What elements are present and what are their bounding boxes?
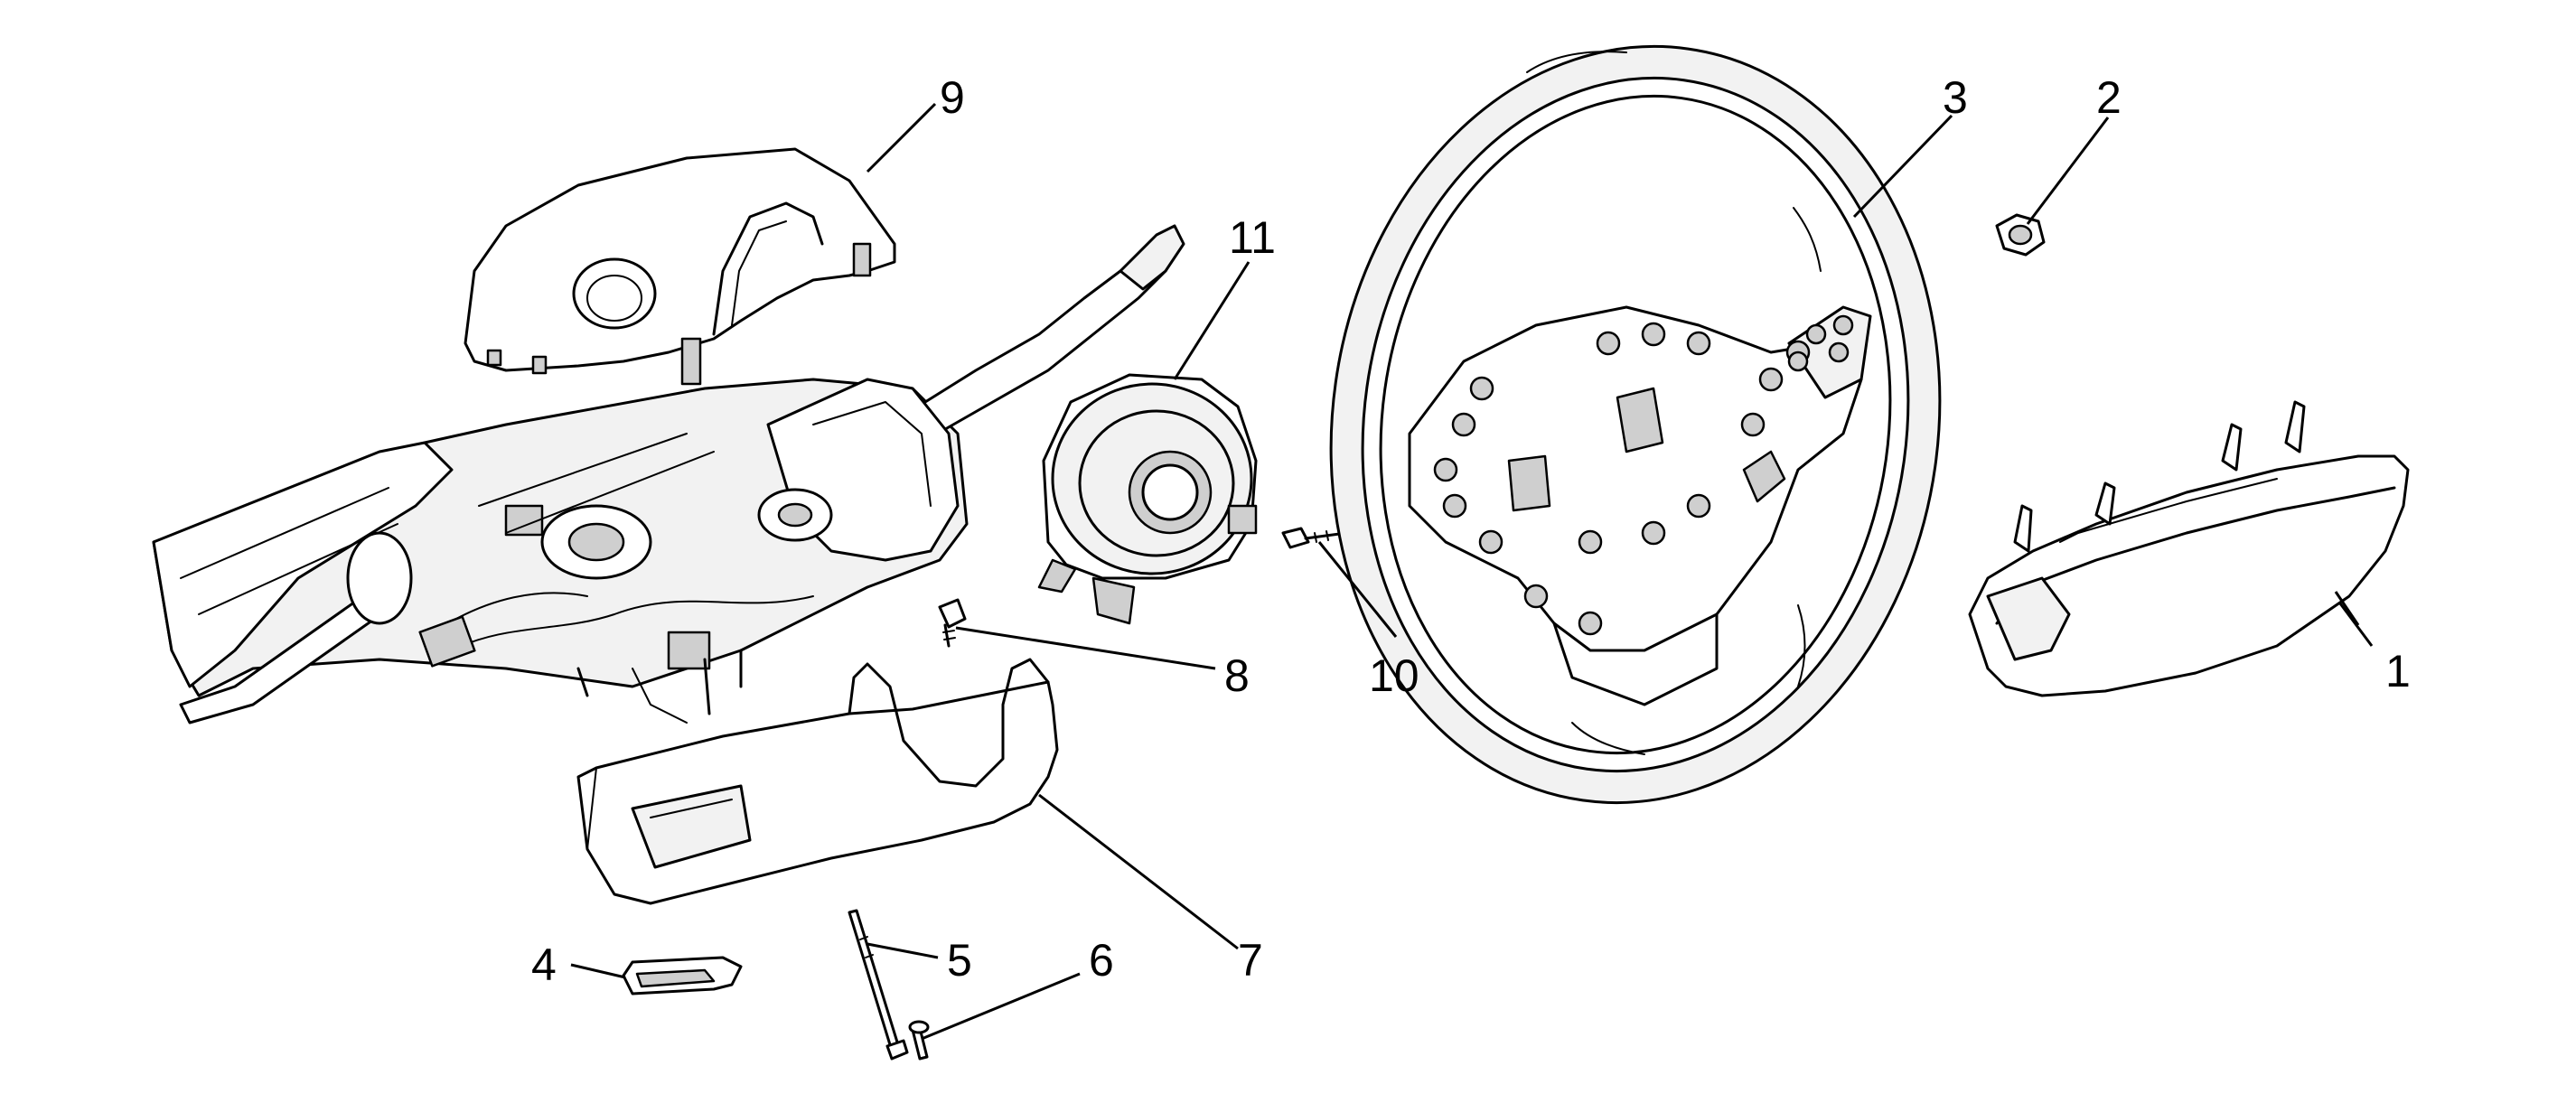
clockspring bbox=[1037, 373, 1258, 625]
lower-column-cover bbox=[576, 658, 1059, 905]
leader-6 bbox=[921, 972, 1081, 1041]
leader-3 bbox=[1852, 114, 1953, 219]
callout-8: 8 bbox=[1224, 650, 1250, 701]
callout-11: 11 bbox=[1229, 212, 1276, 263]
leader-10 bbox=[1317, 541, 1398, 638]
callout-9: 9 bbox=[940, 72, 965, 123]
leader-8 bbox=[955, 626, 1216, 670]
callout-7: 7 bbox=[1238, 935, 1263, 986]
steering-wheel bbox=[1329, 44, 1942, 805]
leader-11 bbox=[1173, 261, 1251, 380]
callout-6: 6 bbox=[1089, 935, 1114, 986]
steering-wheel-nut bbox=[1995, 213, 2046, 257]
small-screw bbox=[938, 598, 967, 648]
leader-lines bbox=[570, 102, 2374, 1041]
callout-3: 3 bbox=[1943, 72, 1968, 123]
leader-4 bbox=[570, 963, 626, 979]
leader-1-line bbox=[2338, 603, 2374, 647]
bolt bbox=[1281, 527, 1348, 549]
steering-column-assembly bbox=[152, 224, 1185, 724]
clip bbox=[622, 956, 743, 996]
leader-9 bbox=[866, 102, 937, 173]
leader-1 bbox=[2334, 591, 2360, 626]
leader-5 bbox=[866, 942, 939, 959]
leader-2 bbox=[2026, 117, 2110, 225]
callout-1: 1 bbox=[2385, 646, 2411, 696]
callout-labels: 1 2 3 4 5 6 7 8 9 10 11 bbox=[531, 72, 2411, 990]
screw bbox=[908, 1020, 930, 1061]
long-bolt bbox=[848, 909, 909, 1061]
leader-7 bbox=[1038, 793, 1239, 950]
driver-airbag-module bbox=[1968, 400, 2410, 697]
wheel-buttons bbox=[1433, 314, 1854, 636]
callout-4: 4 bbox=[531, 939, 557, 990]
callout-2: 2 bbox=[2096, 72, 2122, 123]
callout-5: 5 bbox=[947, 935, 972, 986]
upper-column-cover bbox=[464, 147, 896, 386]
callout-10: 10 bbox=[1369, 650, 1419, 701]
